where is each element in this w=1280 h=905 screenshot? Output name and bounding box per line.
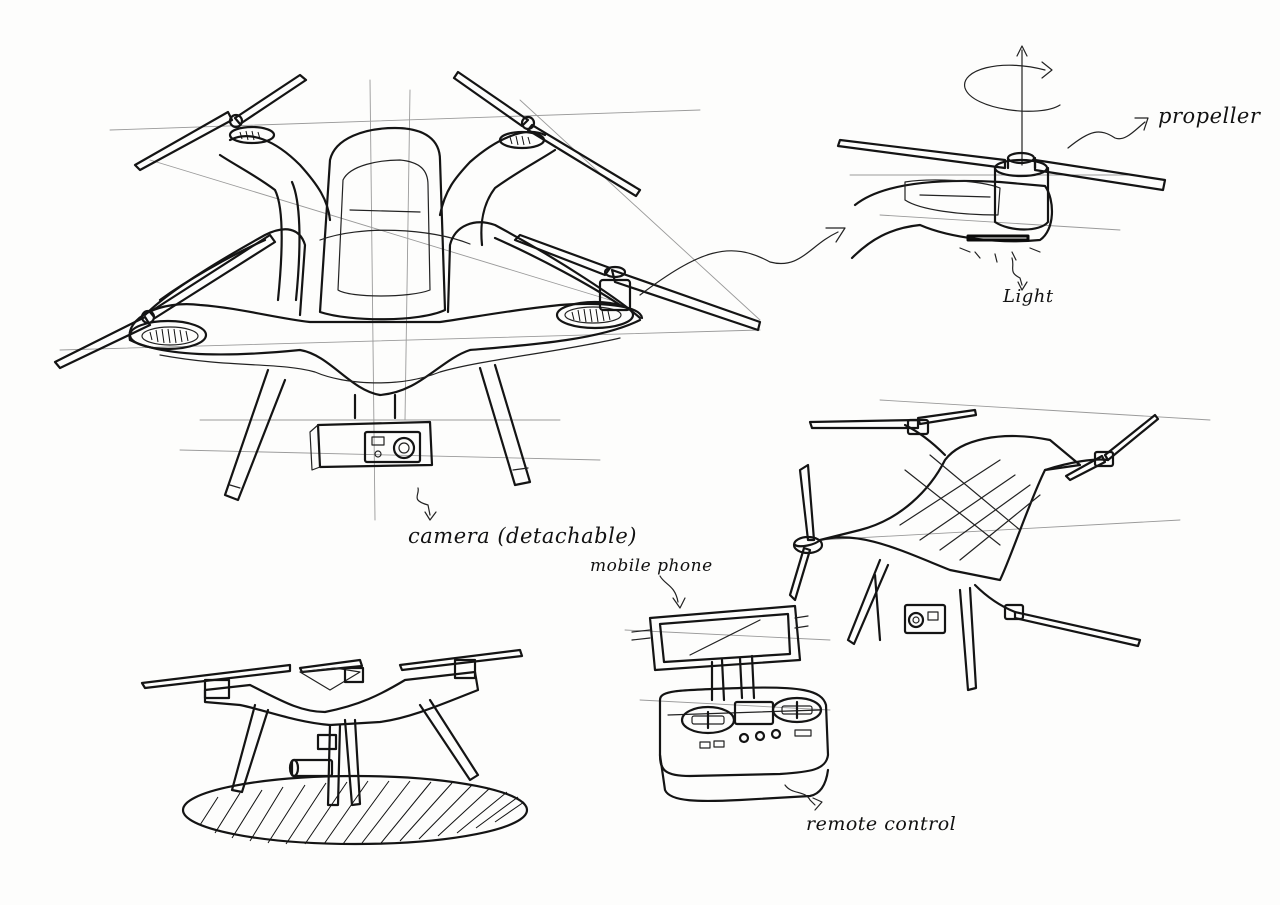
perspective-view-drone — [788, 399, 1211, 692]
propeller-detail-view — [836, 45, 1167, 291]
light-label: Light — [1003, 286, 1054, 307]
remote-control-with-phone — [624, 575, 831, 811]
remote-control-label: remote control — [806, 813, 957, 835]
propeller-label: propeller — [1158, 104, 1261, 128]
mobile-phone-label: mobile phone — [590, 556, 713, 576]
camera-label: camera (detachable) — [408, 524, 637, 548]
side-view-drone-with-shadow — [140, 648, 529, 846]
main-drone-front-view — [53, 70, 846, 521]
